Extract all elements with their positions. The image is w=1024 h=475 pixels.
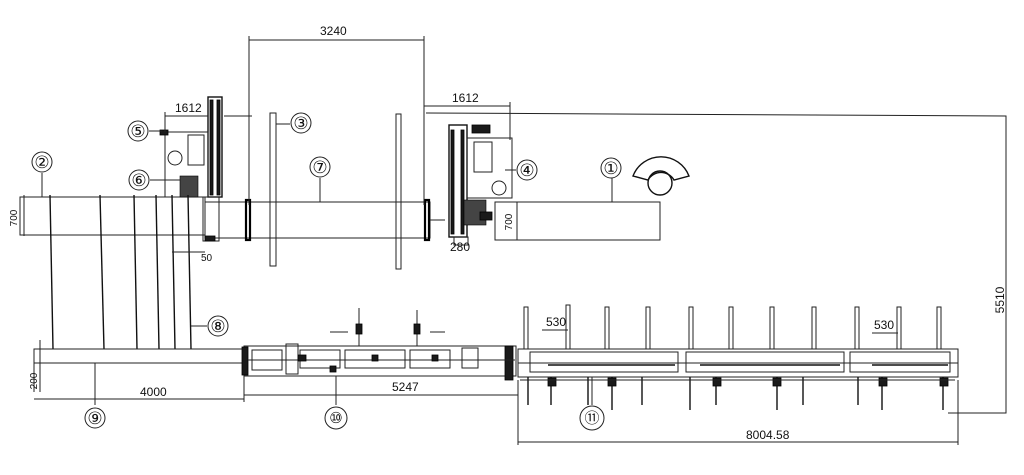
section-10-end bbox=[241, 346, 249, 376]
section-10 bbox=[241, 308, 517, 381]
callout-7: ⑦ bbox=[312, 158, 327, 177]
machine-left-bracket bbox=[159, 129, 169, 136]
dim-700-left: 700 bbox=[9, 209, 20, 226]
saw-arc bbox=[632, 156, 690, 181]
machine-left-base bbox=[179, 175, 199, 198]
machine-left-rail bbox=[216, 99, 221, 196]
callout-4: ④ bbox=[519, 161, 534, 180]
upper-conveyor bbox=[19, 196, 661, 242]
dimension-lines bbox=[23, 36, 959, 445]
joint bbox=[244, 198, 252, 242]
machine-right bbox=[448, 124, 513, 246]
joint bbox=[423, 198, 431, 242]
callout-5: ⑤ bbox=[130, 122, 145, 141]
callout-8: ⑧ bbox=[210, 317, 225, 336]
machine-right-rail bbox=[460, 129, 465, 235]
post-3 bbox=[269, 112, 277, 267]
machine-left-panel bbox=[187, 134, 205, 166]
dim-50: 50 bbox=[201, 253, 213, 264]
machine-right-panel bbox=[473, 141, 493, 173]
callout-2: ② bbox=[34, 153, 49, 172]
dim-530-right: 530 bbox=[874, 318, 894, 332]
post-right bbox=[395, 113, 402, 270]
feed-bars bbox=[49, 194, 192, 350]
dim-8004: 8004.58 bbox=[746, 428, 790, 442]
machine-right-top bbox=[471, 124, 491, 134]
machine-left-foot-plate bbox=[204, 235, 216, 242]
saw-blade-symbol bbox=[632, 156, 690, 196]
dim-1612-left: 1612 bbox=[175, 101, 202, 115]
infeed-section bbox=[19, 196, 206, 236]
dim-280: 280 bbox=[450, 240, 470, 254]
dim-5510: 5510 bbox=[993, 286, 1007, 313]
machine-left-rail bbox=[209, 99, 214, 196]
callout-10: ⑩ bbox=[329, 410, 342, 427]
machine-right-body bbox=[466, 137, 513, 199]
callout-1: ① bbox=[603, 159, 618, 178]
machine-right-motor bbox=[491, 180, 507, 196]
dim-3240: 3240 bbox=[320, 24, 347, 38]
callout-9: ⑨ bbox=[87, 409, 102, 428]
conveyor-section-1 bbox=[494, 201, 661, 241]
dim-1612-right: 1612 bbox=[452, 91, 479, 105]
machine-right-foot bbox=[453, 236, 469, 246]
machine-right-clamp bbox=[479, 211, 493, 221]
callout-3: ③ bbox=[293, 114, 308, 133]
machine-left bbox=[159, 96, 252, 242]
frame-outline bbox=[425, 112, 1007, 414]
machine-right-rail bbox=[450, 129, 455, 235]
leader-lines bbox=[41, 123, 613, 405]
callout-11: ⑪ bbox=[584, 410, 599, 427]
section-9-top bbox=[33, 348, 245, 364]
callout-6: ⑥ bbox=[131, 171, 146, 190]
dim-700-right: 700 bbox=[504, 213, 515, 230]
dim-530-left: 530 bbox=[546, 315, 566, 329]
dim-200: 200 bbox=[29, 372, 40, 389]
callouts bbox=[31, 112, 622, 431]
dim-5247: 5247 bbox=[392, 380, 419, 394]
saw-hub bbox=[647, 170, 673, 196]
machine-left-motor bbox=[167, 150, 183, 166]
dim-4000: 4000 bbox=[140, 385, 167, 399]
